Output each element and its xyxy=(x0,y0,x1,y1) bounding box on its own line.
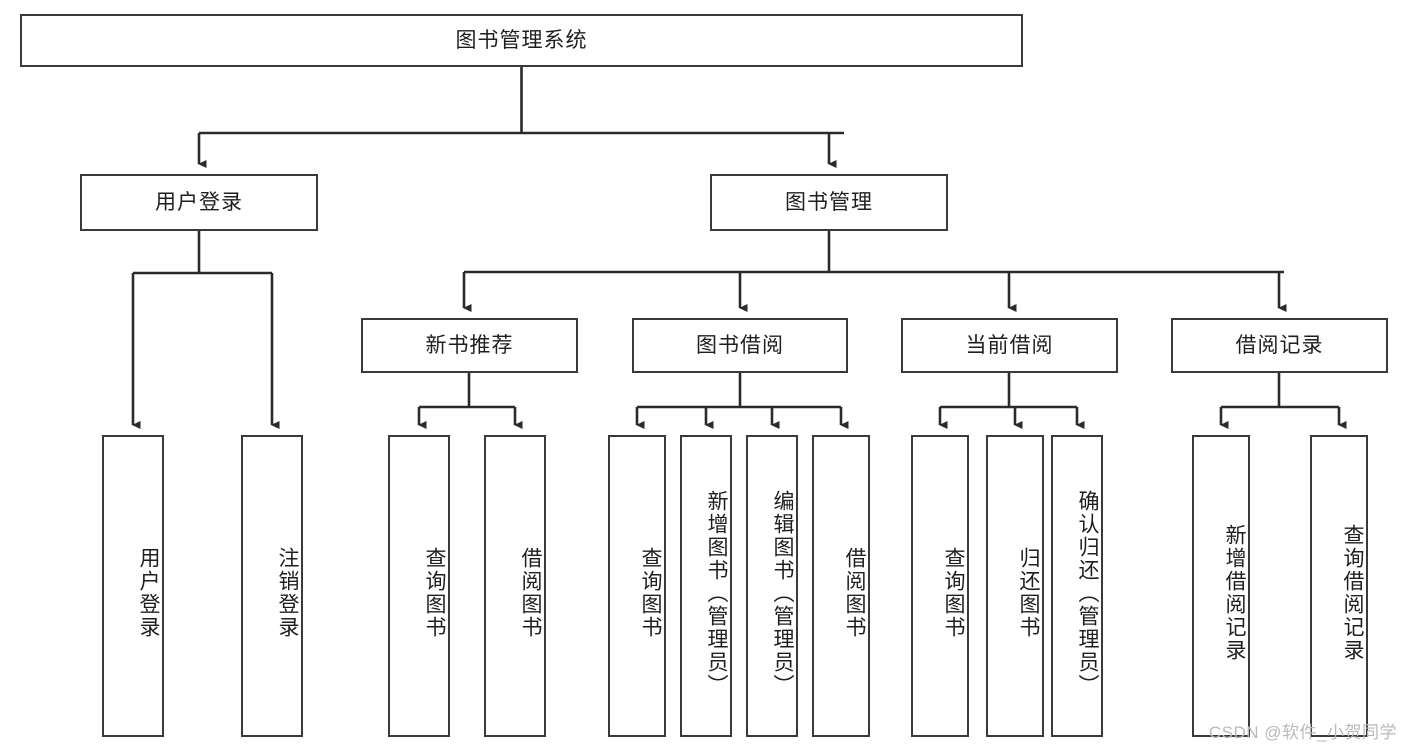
node-current-borrow[interactable]: 当前借阅 xyxy=(901,318,1118,373)
node-leaf-borrow-book-2[interactable]: 借阅图书 xyxy=(812,435,870,737)
node-leaf-query-book-2[interactable]: 查询图书 xyxy=(608,435,666,737)
node-leaf-query-book-1[interactable]: 查询图书 xyxy=(388,435,450,737)
node-leaf-confirm-return[interactable]: 确认归还（管理员） xyxy=(1051,435,1103,737)
node-user-login[interactable]: 用户登录 xyxy=(80,174,318,231)
node-label: 借阅记录 xyxy=(1235,333,1324,357)
node-book-manage[interactable]: 图书管理 xyxy=(710,174,948,231)
node-label: 图书管理系统 xyxy=(455,28,588,52)
node-leaf-query-record[interactable]: 查询借阅记录 xyxy=(1310,435,1368,737)
node-leaf-add-record[interactable]: 新增借阅记录 xyxy=(1192,435,1250,737)
node-label: 用户登录 xyxy=(155,190,243,214)
node-leaf-borrow-book-1[interactable]: 借阅图书 xyxy=(484,435,546,737)
node-leaf-logout[interactable]: 注销登录 xyxy=(241,435,303,737)
node-label: 图书借阅 xyxy=(696,333,784,357)
node-label: 图书管理 xyxy=(785,190,873,214)
node-leaf-return-book[interactable]: 归还图书 xyxy=(986,435,1044,737)
node-label: 新书推荐 xyxy=(425,333,514,357)
node-leaf-edit-book[interactable]: 编辑图书（管理员） xyxy=(746,435,798,737)
node-borrow-record[interactable]: 借阅记录 xyxy=(1171,318,1388,373)
node-leaf-user-login[interactable]: 用户登录 xyxy=(102,435,164,737)
node-label: 当前借阅 xyxy=(965,333,1054,357)
node-system-root[interactable]: 图书管理系统 xyxy=(20,14,1023,67)
node-book-borrow[interactable]: 图书借阅 xyxy=(632,318,848,373)
node-leaf-add-book[interactable]: 新增图书（管理员） xyxy=(680,435,732,737)
node-new-book-rec[interactable]: 新书推荐 xyxy=(361,318,578,373)
node-leaf-query-book-3[interactable]: 查询图书 xyxy=(911,435,969,737)
